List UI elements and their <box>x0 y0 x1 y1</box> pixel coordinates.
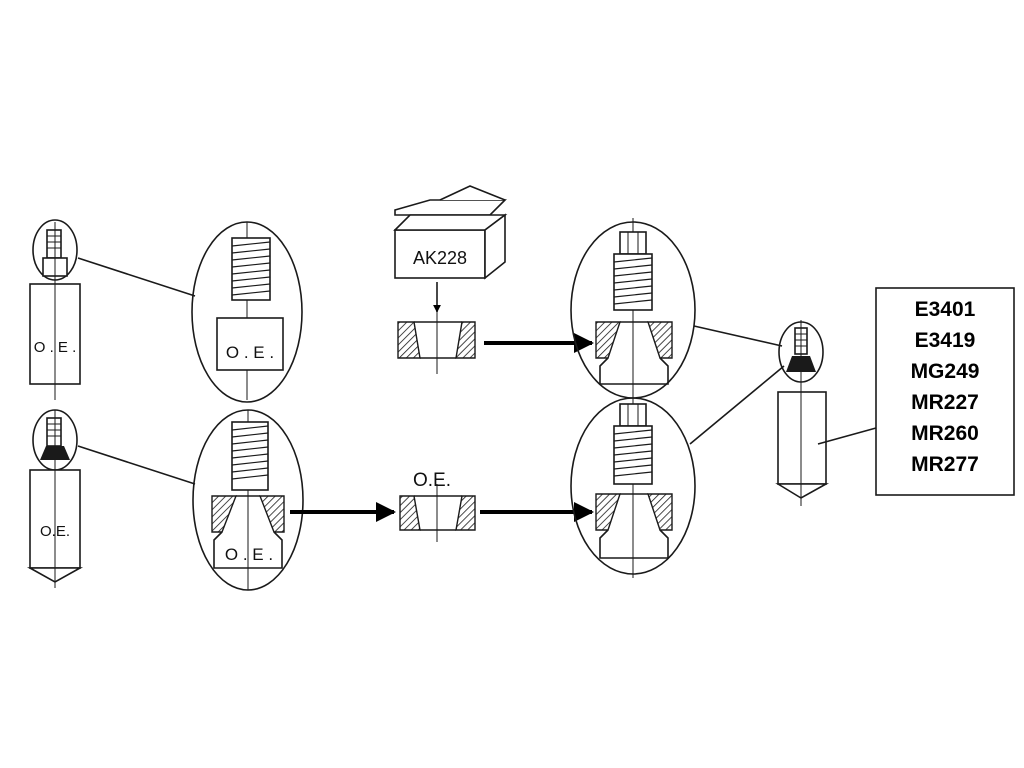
oe-label-top-left: O . E . <box>34 339 77 356</box>
shock-absorber-top-left: O . E . <box>29 219 81 400</box>
connector-part-list <box>817 427 877 445</box>
connector-top-right <box>693 325 783 347</box>
zoom-detail-bottom-right <box>570 397 696 578</box>
zoom-detail-top-right <box>570 218 696 400</box>
oe-label-bottom-left: O.E. <box>40 523 70 540</box>
part-number: MR260 <box>911 422 979 445</box>
connector-bottom-right <box>689 365 785 445</box>
part-number: MG249 <box>911 360 980 383</box>
part-number-list: E3401 E3419 MG249 MR227 MR260 MR277 <box>875 287 1015 496</box>
oe-bushing <box>399 484 476 542</box>
kit-box: AK228 <box>393 185 508 280</box>
part-number: E3401 <box>915 298 976 321</box>
zoom-detail-top-left: O . E . <box>77 221 303 403</box>
part-number: MR227 <box>911 391 979 414</box>
oe-label-bottom-zoom: O . E . <box>225 545 273 564</box>
shock-absorber-bottom-left: O.E. <box>26 409 84 588</box>
oe-label-bushing: O.E. <box>413 470 451 491</box>
kit-bushing <box>397 312 476 374</box>
oe-label-top-zoom: O . E . <box>226 343 274 362</box>
kit-label: AK228 <box>413 248 467 268</box>
part-number: MR277 <box>911 453 979 476</box>
shock-absorber-final <box>775 320 830 506</box>
zoom-detail-bottom-left: O . E . <box>77 409 304 591</box>
part-number: E3419 <box>915 329 976 352</box>
